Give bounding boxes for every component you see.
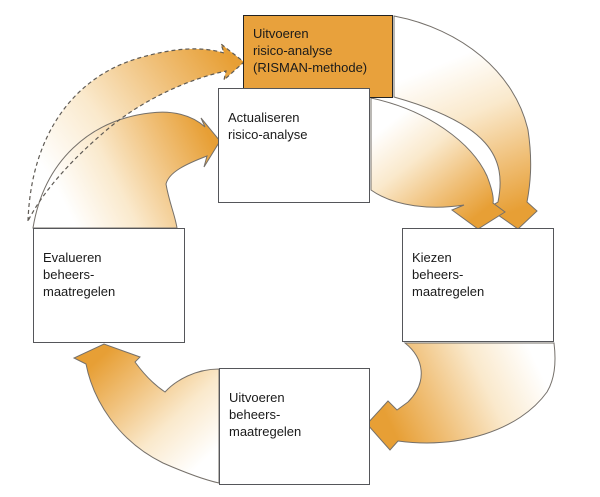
arrow-evalueren-to-risman-fill <box>28 44 244 221</box>
node-evalueren: Evalueren beheers- maatregelen <box>33 228 185 343</box>
arrow-uitvoeren-to-evalueren <box>72 343 220 484</box>
arrow-risman-to-kiezen <box>393 15 538 230</box>
node-uitvoeren-risico-analyse: Uitvoeren risico-analyse (RISMAN-methode… <box>243 15 393 98</box>
arrow-kiezen-to-uitvoeren <box>366 342 556 451</box>
node-uitvoeren-risico-analyse-label: Uitvoeren risico-analyse (RISMAN-methode… <box>253 26 368 76</box>
node-uitvoeren-beheersmaatregelen: Uitvoeren beheers- maatregelen <box>219 368 370 485</box>
arrow-actualiseren-to-kiezen <box>370 97 506 230</box>
arrow-evalueren-to-risman-outline <box>27 42 245 222</box>
node-kiezen: Kiezen beheers- maatregelen <box>402 228 554 342</box>
node-evalueren-label: Evalueren beheers- maatregelen <box>43 250 116 300</box>
node-kiezen-label: Kiezen beheers- maatregelen <box>412 250 485 300</box>
node-uitvoeren-beheersmaatregelen-label: Uitvoeren beheers- maatregelen <box>229 390 302 440</box>
arrow-evalueren-to-actualiseren <box>32 111 221 229</box>
node-actualiseren-label: Actualiseren risico-analyse <box>228 110 308 143</box>
node-actualiseren: Actualiseren risico-analyse <box>218 88 370 203</box>
